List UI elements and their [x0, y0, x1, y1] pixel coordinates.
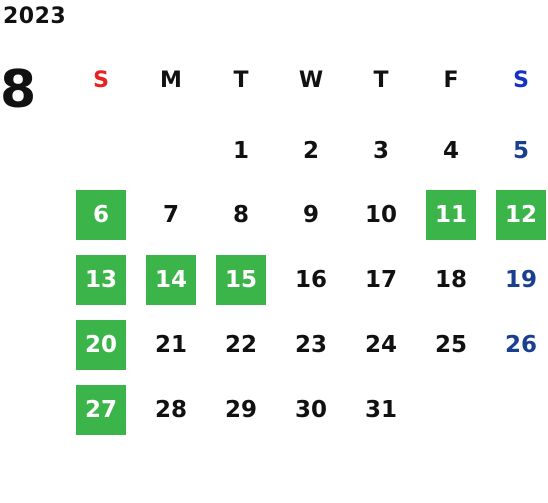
- day-cell-7[interactable]: 7: [162, 202, 179, 228]
- weekday-header-5: F: [443, 68, 459, 93]
- weekday-header-6: S: [513, 68, 529, 93]
- day-cell-30[interactable]: 30: [294, 397, 327, 423]
- day-cell-22[interactable]: 22: [224, 332, 257, 358]
- day-cell-5[interactable]: 5: [512, 138, 529, 164]
- day-cell-25[interactable]: 25: [434, 332, 467, 358]
- day-cell-17[interactable]: 17: [364, 267, 397, 293]
- day-cell-26[interactable]: 26: [504, 332, 537, 358]
- day-cell-27[interactable]: 27: [76, 385, 126, 435]
- day-cell-1[interactable]: 1: [232, 138, 249, 164]
- day-cell-15[interactable]: 15: [216, 255, 266, 305]
- weekday-header-1: M: [160, 68, 182, 93]
- day-cell-31[interactable]: 31: [364, 397, 397, 423]
- year-label: 2023: [3, 4, 67, 29]
- day-cell-16[interactable]: 16: [294, 267, 327, 293]
- day-cell-12[interactable]: 12: [496, 190, 546, 240]
- day-cell-29[interactable]: 29: [224, 397, 257, 423]
- day-cell-14[interactable]: 14: [146, 255, 196, 305]
- weekday-header-3: W: [298, 68, 324, 93]
- day-cell-24[interactable]: 24: [364, 332, 397, 358]
- day-cell-19[interactable]: 19: [504, 267, 537, 293]
- day-cell-2[interactable]: 2: [302, 138, 319, 164]
- day-cell-20[interactable]: 20: [76, 320, 126, 370]
- day-cell-10[interactable]: 10: [364, 202, 397, 228]
- day-cell-3[interactable]: 3: [372, 138, 389, 164]
- day-cell-4[interactable]: 4: [442, 138, 459, 164]
- day-cell-21[interactable]: 21: [154, 332, 187, 358]
- weekday-header-0: S: [93, 68, 109, 93]
- weekday-header-4: T: [373, 68, 389, 93]
- day-cell-6[interactable]: 6: [76, 190, 126, 240]
- day-cell-28[interactable]: 28: [154, 397, 187, 423]
- day-cell-18[interactable]: 18: [434, 267, 467, 293]
- weekday-header-2: T: [233, 68, 249, 93]
- month-number: 8: [0, 60, 37, 120]
- day-cell-8[interactable]: 8: [232, 202, 249, 228]
- day-cell-9[interactable]: 9: [302, 202, 319, 228]
- day-cell-13[interactable]: 13: [76, 255, 126, 305]
- day-cell-23[interactable]: 23: [294, 332, 327, 358]
- day-cell-11[interactable]: 11: [426, 190, 476, 240]
